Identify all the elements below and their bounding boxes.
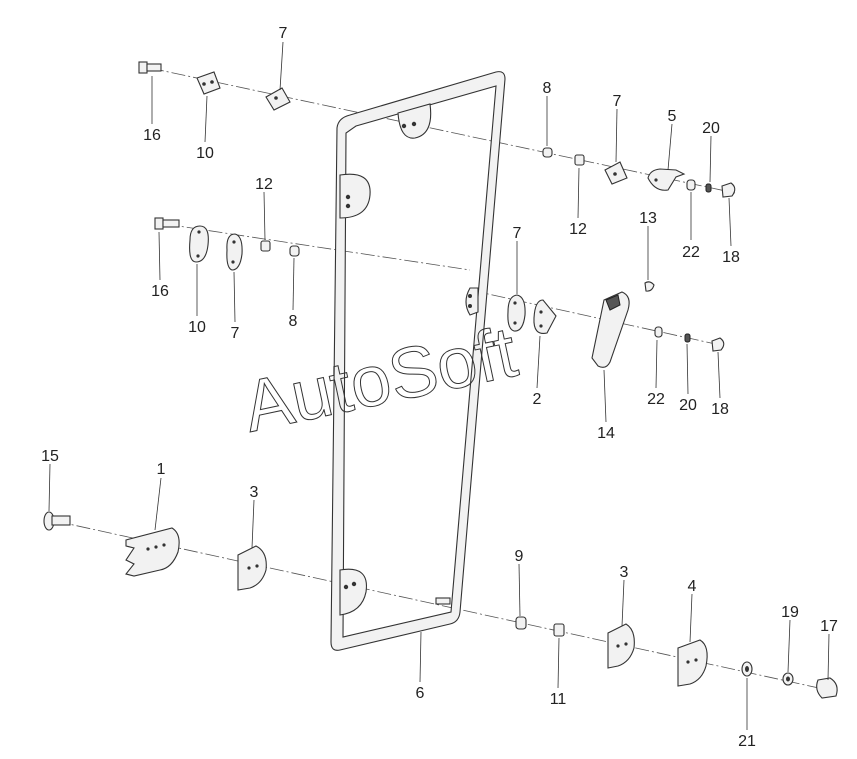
washer-21 bbox=[741, 661, 753, 677]
bushing-12-second bbox=[260, 240, 271, 252]
callout-6: 6 bbox=[416, 685, 425, 702]
bushing-12-top bbox=[574, 154, 585, 166]
callout-10: 10 bbox=[188, 319, 206, 336]
callout-7: 7 bbox=[231, 325, 240, 342]
callout-3: 3 bbox=[620, 564, 629, 581]
plate-7-top bbox=[265, 87, 291, 111]
cap-nut-18-top bbox=[721, 182, 736, 198]
spacer-8-second bbox=[289, 245, 300, 257]
cap-nut-18-middle bbox=[711, 337, 725, 352]
plate-7-second bbox=[226, 233, 243, 271]
spring-washer-20-middle bbox=[684, 333, 691, 343]
callout-leaders bbox=[48, 41, 830, 730]
plate-7-middle bbox=[507, 294, 526, 332]
callout-22: 22 bbox=[682, 244, 700, 261]
bolt-16-top bbox=[138, 61, 162, 74]
callout-7: 7 bbox=[613, 93, 622, 110]
latch-plate-2 bbox=[533, 299, 557, 334]
clip-13 bbox=[644, 281, 655, 292]
callout-7: 7 bbox=[279, 25, 288, 42]
callout-16: 16 bbox=[143, 127, 161, 144]
plate-10-second bbox=[189, 225, 209, 263]
plate-4 bbox=[677, 639, 708, 687]
washer-22-middle bbox=[654, 326, 663, 338]
callout-16: 16 bbox=[151, 283, 169, 300]
callout-19: 19 bbox=[781, 604, 799, 621]
bolt-16-second bbox=[154, 217, 180, 230]
plate-3-right bbox=[607, 623, 635, 669]
callout-20: 20 bbox=[679, 397, 697, 414]
callout-12: 12 bbox=[569, 221, 587, 238]
plate-3-left bbox=[237, 545, 267, 591]
callout-11: 11 bbox=[550, 691, 567, 708]
callout-12: 12 bbox=[255, 176, 273, 193]
callout-9: 9 bbox=[515, 548, 524, 565]
callout-15: 15 bbox=[41, 448, 59, 465]
door-frame-part-6 bbox=[330, 71, 506, 651]
spacer-8-top bbox=[542, 147, 553, 158]
callout-13: 13 bbox=[639, 210, 657, 227]
nut-19 bbox=[782, 672, 794, 686]
callout-3: 3 bbox=[250, 484, 259, 501]
assembly-axes bbox=[54, 67, 829, 691]
handle-14 bbox=[591, 291, 630, 368]
bushing-11 bbox=[553, 623, 565, 637]
callout-4: 4 bbox=[688, 578, 697, 595]
plate-10-top bbox=[196, 71, 221, 95]
hinge-bracket-1 bbox=[125, 527, 180, 577]
callout-18: 18 bbox=[722, 249, 740, 266]
callout-labels: 7 16 10 8 7 5 20 12 22 18 12 13 7 16 10 … bbox=[41, 25, 838, 750]
callout-20: 20 bbox=[702, 120, 720, 137]
cap-nut-17 bbox=[816, 677, 838, 699]
callout-14: 14 bbox=[597, 425, 615, 442]
callout-18: 18 bbox=[711, 401, 729, 418]
bolt-15 bbox=[43, 511, 71, 531]
callout-5: 5 bbox=[668, 108, 677, 125]
callout-10: 10 bbox=[196, 145, 214, 162]
callout-22: 22 bbox=[647, 391, 665, 408]
callout-8: 8 bbox=[543, 80, 552, 97]
callout-21: 21 bbox=[738, 733, 756, 750]
washer-22-top bbox=[686, 179, 696, 191]
callout-7: 7 bbox=[513, 225, 522, 242]
callout-8: 8 bbox=[289, 313, 298, 330]
watermark-text: AutoSoft bbox=[237, 312, 524, 448]
bracket-5 bbox=[647, 168, 686, 191]
callout-17: 17 bbox=[820, 618, 838, 635]
callout-2: 2 bbox=[533, 391, 542, 408]
callout-1: 1 bbox=[157, 461, 166, 478]
spacer-9 bbox=[515, 616, 527, 630]
spring-washer-20-top bbox=[705, 183, 712, 193]
plate-7-right bbox=[604, 161, 628, 185]
